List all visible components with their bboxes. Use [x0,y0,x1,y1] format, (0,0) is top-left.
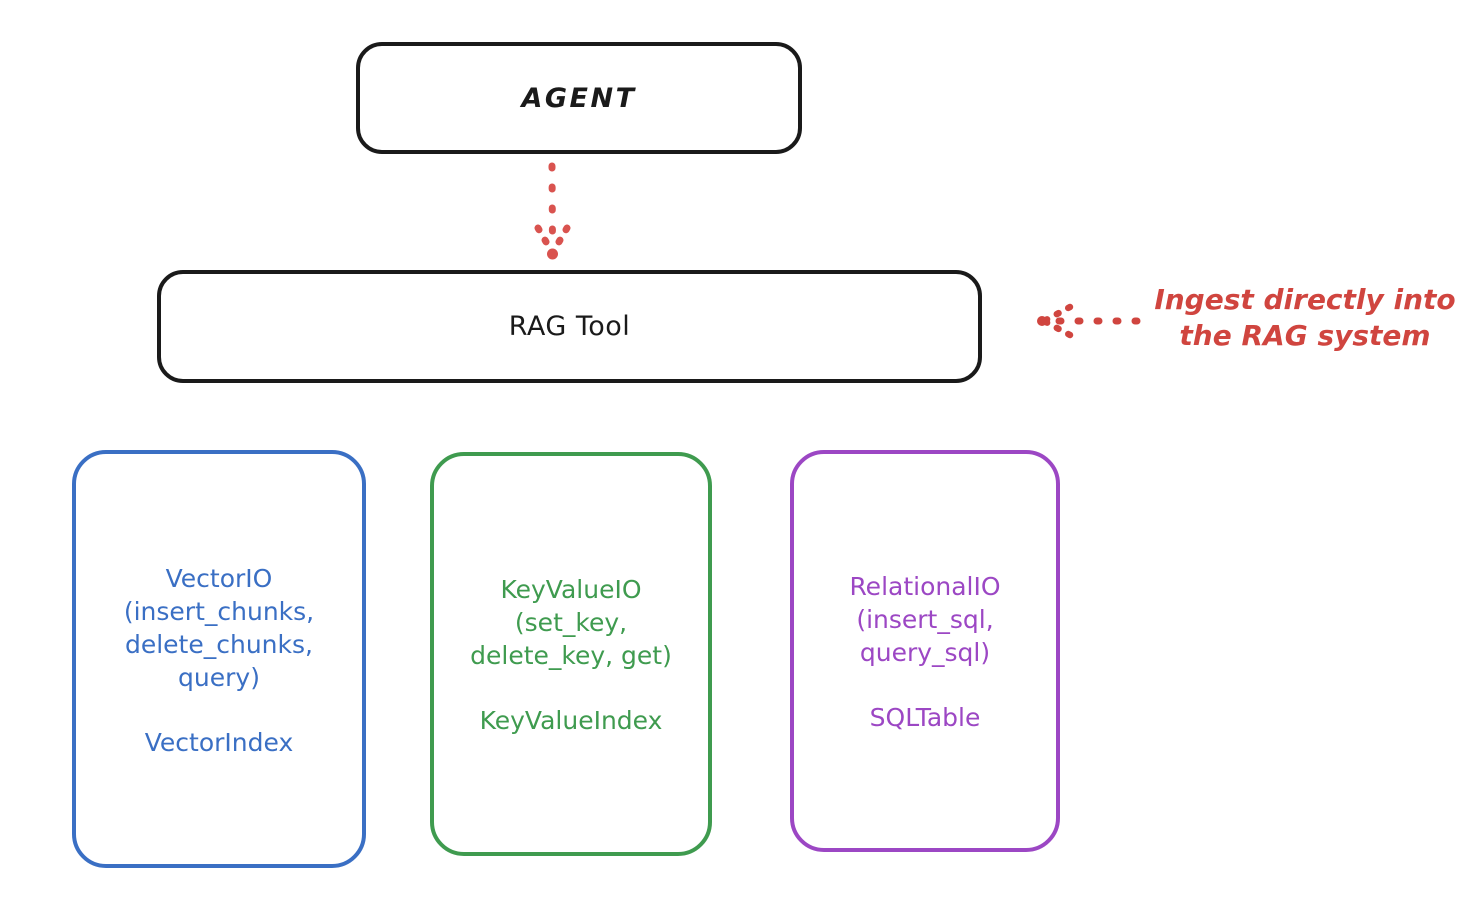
node-relational-io[interactable]: RelationalIO (insert_sql, query_sql) SQL… [790,450,1060,852]
annotation-ingest-text: Ingest directly into the RAG system [1154,283,1456,353]
connector-agent-to-rag-tool [523,160,583,272]
node-relational-io-methods-label: RelationalIO (insert_sql, query_sql) [849,572,1001,667]
node-agent[interactable]: AGENT [356,42,802,154]
node-rag-tool-label: RAG Tool [508,311,631,342]
node-vector-io-methods-label: VectorIO (insert_chunks, delete_chunks, … [123,563,315,692]
node-keyvalue-io-index-label: KeyValueIndex [479,706,663,735]
node-vector-io[interactable]: VectorIO (insert_chunks, delete_chunks, … [72,450,366,868]
node-vector-io-index-label: VectorIndex [144,727,294,757]
connector-ingest-arrow [1022,300,1142,342]
node-rag-tool[interactable]: RAG Tool [157,270,982,383]
node-relational-io-index-label: SQLTable [869,703,981,732]
node-keyvalue-io-methods-label: KeyValueIO (set_key, delete_key, get) [470,575,672,670]
node-keyvalue-io[interactable]: KeyValueIO (set_key, delete_key, get) Ke… [430,452,712,856]
node-agent-label: AGENT [521,82,637,114]
